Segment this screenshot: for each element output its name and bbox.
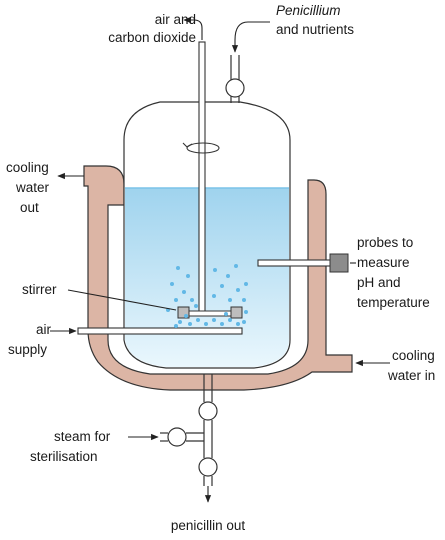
stirrer-arm <box>183 310 237 317</box>
culture-liquid <box>125 188 289 367</box>
label-stirrer: stirrer <box>22 282 57 297</box>
rotation-arrow-icon <box>186 142 220 154</box>
nutrient-inlet-pipe <box>225 55 245 103</box>
label-cooling-out-2: water <box>15 180 50 195</box>
label-steam-1: steam for <box>54 429 111 444</box>
outlet-valve-bottom-icon <box>198 457 218 477</box>
stirrer-paddle-left <box>177 306 190 319</box>
label-probes-2: measure <box>357 255 410 270</box>
probe-rod <box>257 259 333 267</box>
stirrer-shaft <box>198 41 206 315</box>
stirrer-paddle-right <box>230 306 243 319</box>
pointer-stirrer <box>67 289 177 311</box>
label-air-supply-2: supply <box>8 342 47 357</box>
inlet-valve-icon <box>225 78 245 98</box>
label-probes-4: temperature <box>357 295 430 310</box>
probe-head <box>329 253 349 273</box>
outlet-valve-top-icon <box>198 401 218 421</box>
label-cooling-out-1: cooling <box>6 160 49 175</box>
label-nutrients: and nutrients <box>276 22 354 37</box>
label-probes-3: pH and <box>357 275 401 290</box>
label-air-co2-2: carbon dioxide <box>108 30 196 45</box>
outlet-pipe <box>160 374 218 486</box>
steam-valve-icon <box>167 427 187 447</box>
label-steam-2: sterilisation <box>30 449 98 464</box>
label-air-co2: air and <box>155 12 196 27</box>
label-penicillium: Penicillium <box>276 3 341 18</box>
label-cooling-in-1: cooling <box>392 348 435 363</box>
label-cooling-in-2: water in <box>387 368 435 383</box>
arrow-nutrients-in <box>231 21 270 53</box>
cooling-jacket <box>83 165 353 391</box>
air-supply-pipe <box>77 327 243 335</box>
label-penicillin-out: penicillin out <box>171 518 246 533</box>
label-air-supply-1: air <box>36 322 52 337</box>
label-probes-1: probes to <box>357 235 413 250</box>
arrow-air-out <box>183 16 203 40</box>
label-cooling-out-3: out <box>20 200 39 215</box>
